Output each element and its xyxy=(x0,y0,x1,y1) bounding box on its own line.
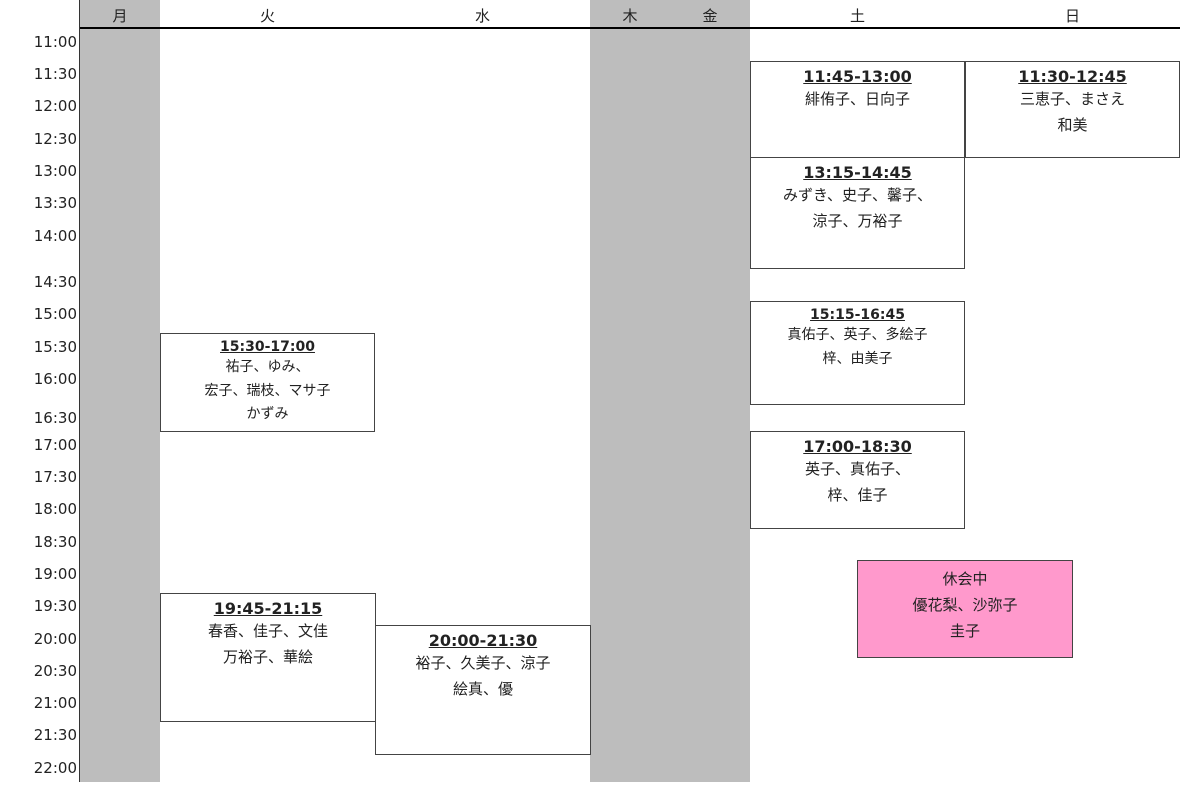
time-label: 12:00 xyxy=(33,97,77,115)
slot-sat-1700[interactable]: 17:00-18:30 英子、真佑子、 梓、佳子 xyxy=(750,431,965,529)
time-label: 13:30 xyxy=(33,194,77,212)
day-header-wed: 水 xyxy=(474,7,490,25)
time-label: 19:30 xyxy=(33,597,77,615)
slot-members: 優花梨、沙弥子 xyxy=(912,596,1018,614)
day-header-fri: 金 xyxy=(702,7,718,25)
slot-time: 15:30-17:00 xyxy=(220,339,315,355)
time-label: 20:00 xyxy=(33,630,77,648)
day-header-thu: 木 xyxy=(622,7,638,25)
time-label: 20:30 xyxy=(33,662,77,680)
slot-time: 11:30-12:45 xyxy=(1018,67,1127,86)
slot-members: 梓、由美子 xyxy=(822,351,893,367)
slot-members: 梓、佳子 xyxy=(827,486,888,504)
closed-column-thu-fri xyxy=(590,0,750,782)
time-label: 22:00 xyxy=(33,759,77,777)
slot-members: 三恵子、まさえ xyxy=(1019,90,1125,108)
time-label: 14:30 xyxy=(33,273,77,291)
time-label: 18:00 xyxy=(33,500,77,518)
closed-column-mon xyxy=(80,0,160,782)
day-header-sun: 日 xyxy=(1064,7,1080,25)
slot-members: 圭子 xyxy=(949,622,980,640)
slot-time: 19:45-21:15 xyxy=(213,599,323,618)
slot-members: 万裕子、華絵 xyxy=(222,648,313,666)
slot-time: 11:45-13:00 xyxy=(803,67,912,86)
day-header-sat: 土 xyxy=(849,7,865,25)
slot-members: 絵真、優 xyxy=(452,680,513,698)
slot-time: 17:00-18:30 xyxy=(803,437,912,456)
slot-time: 13:15-14:45 xyxy=(803,163,912,182)
slot-members: かずみ xyxy=(246,406,289,422)
slot-sat-1145[interactable]: 11:45-13:00 緋侑子、日向子 xyxy=(750,61,965,158)
time-label: 21:00 xyxy=(33,694,77,712)
time-label: 15:00 xyxy=(33,305,77,323)
slot-tue-1945[interactable]: 19:45-21:15 春香、佳子、文佳 万裕子、華絵 xyxy=(160,593,376,722)
header-divider xyxy=(80,27,1180,29)
slot-members: 和美 xyxy=(1057,116,1088,134)
time-label: 21:30 xyxy=(33,726,77,744)
time-axis-line xyxy=(79,0,80,782)
slot-members: 祐子、ゆみ、 xyxy=(225,359,310,375)
time-label: 15:30 xyxy=(33,338,77,356)
slot-members: 緋侑子、日向子 xyxy=(804,90,910,108)
slot-members: 英子、真佑子、 xyxy=(804,460,910,478)
slot-members: 真佑子、英子、多絵子 xyxy=(787,327,928,343)
time-label: 17:30 xyxy=(33,468,77,486)
time-label: 12:30 xyxy=(33,130,77,148)
slot-sat-1515[interactable]: 15:15-16:45 真佑子、英子、多絵子 梓、由美子 xyxy=(750,301,965,405)
slot-sun-1130[interactable]: 11:30-12:45 三恵子、まさえ 和美 xyxy=(965,61,1180,158)
time-label: 18:30 xyxy=(33,533,77,551)
time-label: 11:30 xyxy=(33,65,77,83)
slot-sat-1315[interactable]: 13:15-14:45 みずき、史子、馨子、 涼子、万裕子 xyxy=(750,157,965,269)
time-label: 17:00 xyxy=(33,436,77,454)
slot-members: 涼子、万裕子 xyxy=(812,212,903,230)
slot-members: みずき、史子、馨子、 xyxy=(783,186,932,204)
on-leave-box[interactable]: 休会中 優花梨、沙弥子 圭子 xyxy=(857,560,1073,658)
on-leave-label: 休会中 xyxy=(942,570,988,588)
time-label: 16:30 xyxy=(33,409,77,427)
slot-tue-1530[interactable]: 15:30-17:00 祐子、ゆみ、 宏子、瑞枝、マサ子 かずみ xyxy=(160,333,375,432)
slot-wed-2000[interactable]: 20:00-21:30 裕子、久美子、涼子 絵真、優 xyxy=(375,625,591,755)
time-label: 11:00 xyxy=(33,33,77,51)
day-header-tue: 火 xyxy=(259,7,275,25)
slot-members: 裕子、久美子、涼子 xyxy=(415,654,551,672)
time-label: 13:00 xyxy=(33,162,77,180)
time-label: 19:00 xyxy=(33,565,77,583)
slot-members: 宏子、瑞枝、マサ子 xyxy=(204,383,331,399)
slot-time: 20:00-21:30 xyxy=(428,631,538,650)
time-label: 14:00 xyxy=(33,227,77,245)
day-header-mon: 月 xyxy=(112,7,128,25)
slot-members: 春香、佳子、文佳 xyxy=(207,622,328,640)
time-label: 16:00 xyxy=(33,370,77,388)
slot-time: 15:15-16:45 xyxy=(810,307,905,323)
